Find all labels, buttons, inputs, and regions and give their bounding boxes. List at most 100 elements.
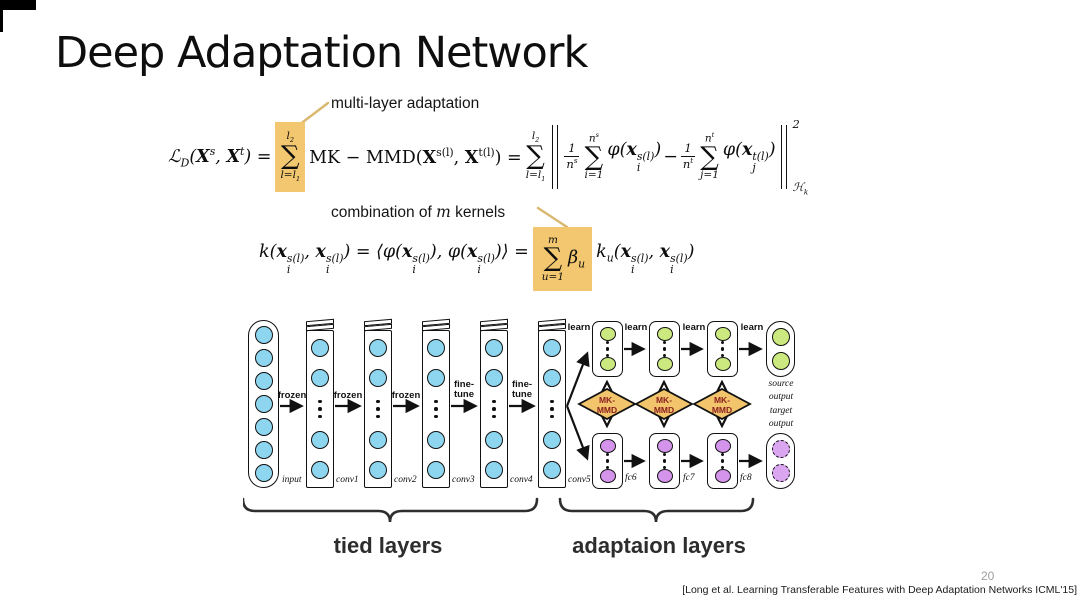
mkmmd-label-line2: MMD — [597, 405, 617, 415]
node — [714, 357, 731, 371]
node — [369, 339, 387, 357]
vertical-dots — [720, 452, 725, 470]
node — [714, 439, 731, 453]
node — [543, 339, 561, 357]
node — [771, 352, 790, 370]
arrow-label-learn: learn — [567, 322, 591, 333]
sigma-symbol: ∑ — [543, 243, 563, 274]
node — [369, 369, 387, 388]
node — [656, 439, 673, 453]
node-dashed — [771, 440, 790, 458]
conv-body — [480, 330, 508, 488]
norm-rkhs-subscript: ℋk — [792, 179, 809, 196]
vertical-dots — [550, 399, 554, 419]
arrow-conv5-fc6-target — [565, 405, 590, 461]
mk-mmd-diamond — [634, 387, 694, 421]
node — [485, 460, 503, 479]
formula-multi-layer-mmd: ℒD(Xs, Xt) = l2 ∑ l=l1 MK − MMD(Xs(l), X… — [167, 113, 808, 201]
annotation-kernels-m: m — [436, 203, 451, 221]
vertical-dots — [376, 399, 380, 419]
annotation-kernels-pre: combination of — [331, 204, 437, 221]
sum-upper-limit: m — [547, 233, 558, 246]
node — [311, 430, 329, 449]
conv-body — [364, 330, 392, 488]
node — [485, 430, 503, 449]
arrow-label-frozen: frozen — [277, 390, 307, 401]
vertical-dots — [662, 340, 667, 358]
screenshot-corner-artifact — [0, 0, 36, 10]
conv4-column — [480, 318, 508, 488]
formula1-sum3: ns ∑ i=1 — [584, 131, 604, 182]
sigma-symbol: ∑ — [584, 142, 604, 173]
sigma-symbol: ∑ — [700, 142, 719, 173]
vertical-dots — [720, 340, 725, 358]
node — [427, 339, 445, 357]
layer-label-conv3: conv3 — [452, 475, 475, 485]
node — [656, 327, 673, 341]
page-title: Deep Adaptation Network — [55, 28, 588, 78]
conv-body — [422, 330, 450, 488]
vertical-dots — [662, 452, 667, 470]
vertical-dots — [434, 399, 438, 419]
vertical-dots — [605, 340, 610, 358]
frozen-finetune-arrows — [280, 341, 763, 469]
node — [254, 326, 273, 344]
source-output-label: source output — [768, 379, 794, 402]
vertical-dots — [318, 399, 322, 419]
layer-label-conv4: conv4 — [510, 475, 533, 485]
mkmmd-label-line1: MK- — [656, 395, 672, 405]
node — [427, 369, 445, 388]
target-output-label: target output — [768, 406, 794, 429]
group-braces — [243, 497, 755, 523]
page-number: 20 — [981, 569, 995, 583]
caption-adaptation-layers: adaptaion layers — [572, 533, 746, 558]
node — [427, 430, 445, 449]
sum-upper-limit: ns — [588, 131, 599, 145]
node-dashed — [771, 464, 790, 482]
mkmmd-label-line1: MK- — [599, 395, 615, 405]
node — [543, 430, 561, 449]
node — [254, 441, 273, 459]
layer-label-conv1: conv1 — [336, 475, 359, 485]
fraction: 1 ns — [564, 141, 580, 171]
norm-exponent: 2 ℋk — [792, 117, 809, 196]
node — [714, 469, 731, 483]
adaptation-layers-brace — [558, 497, 755, 523]
node — [599, 469, 616, 483]
norm-double-bar — [552, 125, 559, 189]
formula1-sum4: nt ∑ j=1 — [700, 131, 719, 182]
fc8-target-box — [707, 433, 738, 489]
arrow-label-learn: learn — [740, 322, 764, 333]
node — [311, 460, 329, 479]
fc7-source-box — [649, 321, 680, 377]
node — [543, 460, 561, 479]
sum-upper-limit: l2 — [531, 130, 540, 145]
node — [714, 327, 731, 341]
node — [771, 328, 790, 346]
norm-double-bar — [780, 125, 787, 189]
conv5-column — [538, 318, 566, 488]
arrow-label-learn: learn — [624, 322, 648, 333]
layer-label-conv5: conv5 — [568, 475, 591, 485]
formula2-beta: βu — [568, 247, 586, 271]
sum-lower-limit: u=1 — [541, 270, 565, 283]
conv-body — [306, 330, 334, 488]
fraction-numerator: 1 — [568, 141, 576, 156]
node — [369, 430, 387, 449]
annotation-pointer-line — [297, 101, 330, 127]
norm-squared: 2 — [792, 117, 800, 131]
fraction-denominator: nt — [680, 156, 696, 171]
formula2-highlighted-sum: m ∑ u=1 βu — [532, 226, 593, 292]
node — [254, 418, 273, 436]
node — [656, 469, 673, 483]
sigma-symbol: ∑ — [526, 141, 545, 172]
mkmmd-label-line2: MMD — [654, 405, 674, 415]
arrow-label-learn: learn — [682, 322, 706, 333]
layer-label-fc8: fc8 — [740, 473, 752, 483]
sum-lower-limit: l=l1 — [525, 168, 546, 183]
